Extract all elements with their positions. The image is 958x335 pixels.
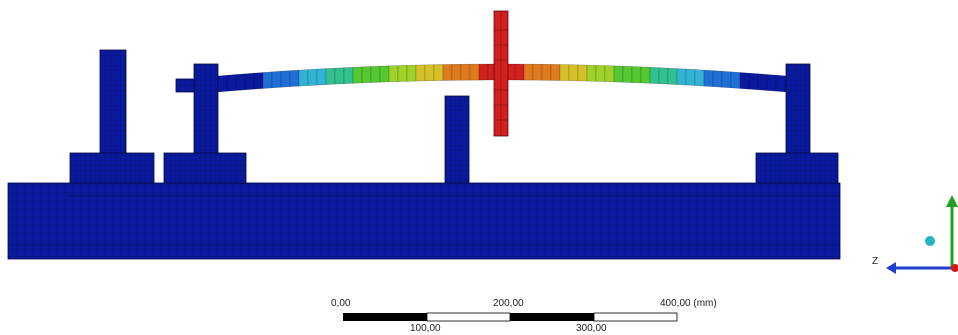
shaft-segment: [550, 64, 561, 81]
scale-label-100: 100,00: [410, 323, 441, 334]
shaft-segment: [739, 72, 750, 90]
scale-label-300: 300,00: [576, 323, 607, 334]
shaft-segment: [595, 65, 606, 82]
shaft-segment: [424, 64, 435, 82]
scale-bar: [343, 312, 678, 322]
shaft-segment: [262, 71, 273, 89]
shaft-segment: [244, 72, 255, 91]
shaft-segment: [568, 64, 579, 82]
shaft-segment: [235, 73, 246, 91]
shaft-segment: [289, 69, 300, 87]
shaft-segment: [388, 65, 399, 83]
shaft-segment: [478, 63, 489, 81]
shaft-segment: [622, 65, 633, 83]
base-frame: [7, 49, 841, 260]
shaft-segment: [352, 66, 363, 84]
shaft-segment: [757, 73, 768, 91]
shaft-segment: [469, 63, 480, 81]
scale-label-200: 200,00: [493, 298, 524, 309]
shaft-segment: [532, 63, 543, 81]
shaft-segment: [307, 68, 318, 86]
shaft-segment: [559, 64, 570, 81]
shaft-segment: [748, 72, 759, 91]
z-axis-label: Z: [872, 256, 879, 267]
shaft-segment: [730, 71, 741, 89]
rotor-disc: [493, 10, 509, 137]
scale-label-400: 400,00 (mm): [660, 298, 717, 309]
shaft-segment: [676, 68, 687, 86]
shaft-segment: [586, 64, 597, 82]
shaft-segment: [271, 70, 282, 89]
shaft-segment: [253, 72, 264, 90]
axis-triad[interactable]: [886, 195, 958, 274]
shaft-segment: [379, 65, 390, 83]
shaft-segment: [451, 63, 462, 81]
shaft-segment: [640, 66, 651, 84]
shaft-segment: [298, 69, 309, 87]
shaft-segment: [415, 64, 426, 82]
shaft-segment: [460, 63, 471, 81]
shaft-segment: [226, 74, 237, 92]
iso-view-ball: [925, 236, 935, 246]
shaft-segment: [721, 70, 732, 89]
shaft-segment: [523, 63, 534, 81]
scale-label-0: 0,00: [331, 298, 351, 309]
shaft-segment: [766, 74, 777, 92]
shaft-segment: [406, 64, 417, 82]
shaft-segment: [784, 75, 787, 93]
shaft-segment: [397, 65, 408, 82]
shaft-segment: [577, 64, 588, 82]
x-axis-icon: [951, 264, 958, 272]
shaft-segment: [685, 68, 696, 86]
shaft-segment: [613, 65, 624, 83]
shaft-segment: [775, 74, 786, 93]
shaft-segment: [442, 64, 453, 81]
shaft-segment: [343, 67, 354, 84]
shaft-segment: [280, 70, 291, 88]
shaft-segment: [694, 69, 705, 87]
shaft-segment: [334, 67, 345, 85]
shaft-segment: [325, 67, 336, 85]
shaft-segment: [316, 68, 327, 86]
shaft-segment: [604, 65, 615, 83]
shaft-segment: [541, 63, 552, 81]
shaft-segment: [658, 67, 669, 85]
shaft-segment: [361, 66, 372, 84]
shaft-segment: [514, 63, 525, 81]
shaft-segment: [649, 67, 660, 84]
shaft-segment: [433, 64, 444, 81]
shaft-segment: [217, 74, 228, 93]
shaft-segment: [631, 66, 642, 84]
shaft-segment: [667, 67, 678, 85]
shaft-segment: [703, 69, 714, 87]
shaft-segment: [712, 70, 723, 88]
shaft-segment: [370, 65, 381, 83]
